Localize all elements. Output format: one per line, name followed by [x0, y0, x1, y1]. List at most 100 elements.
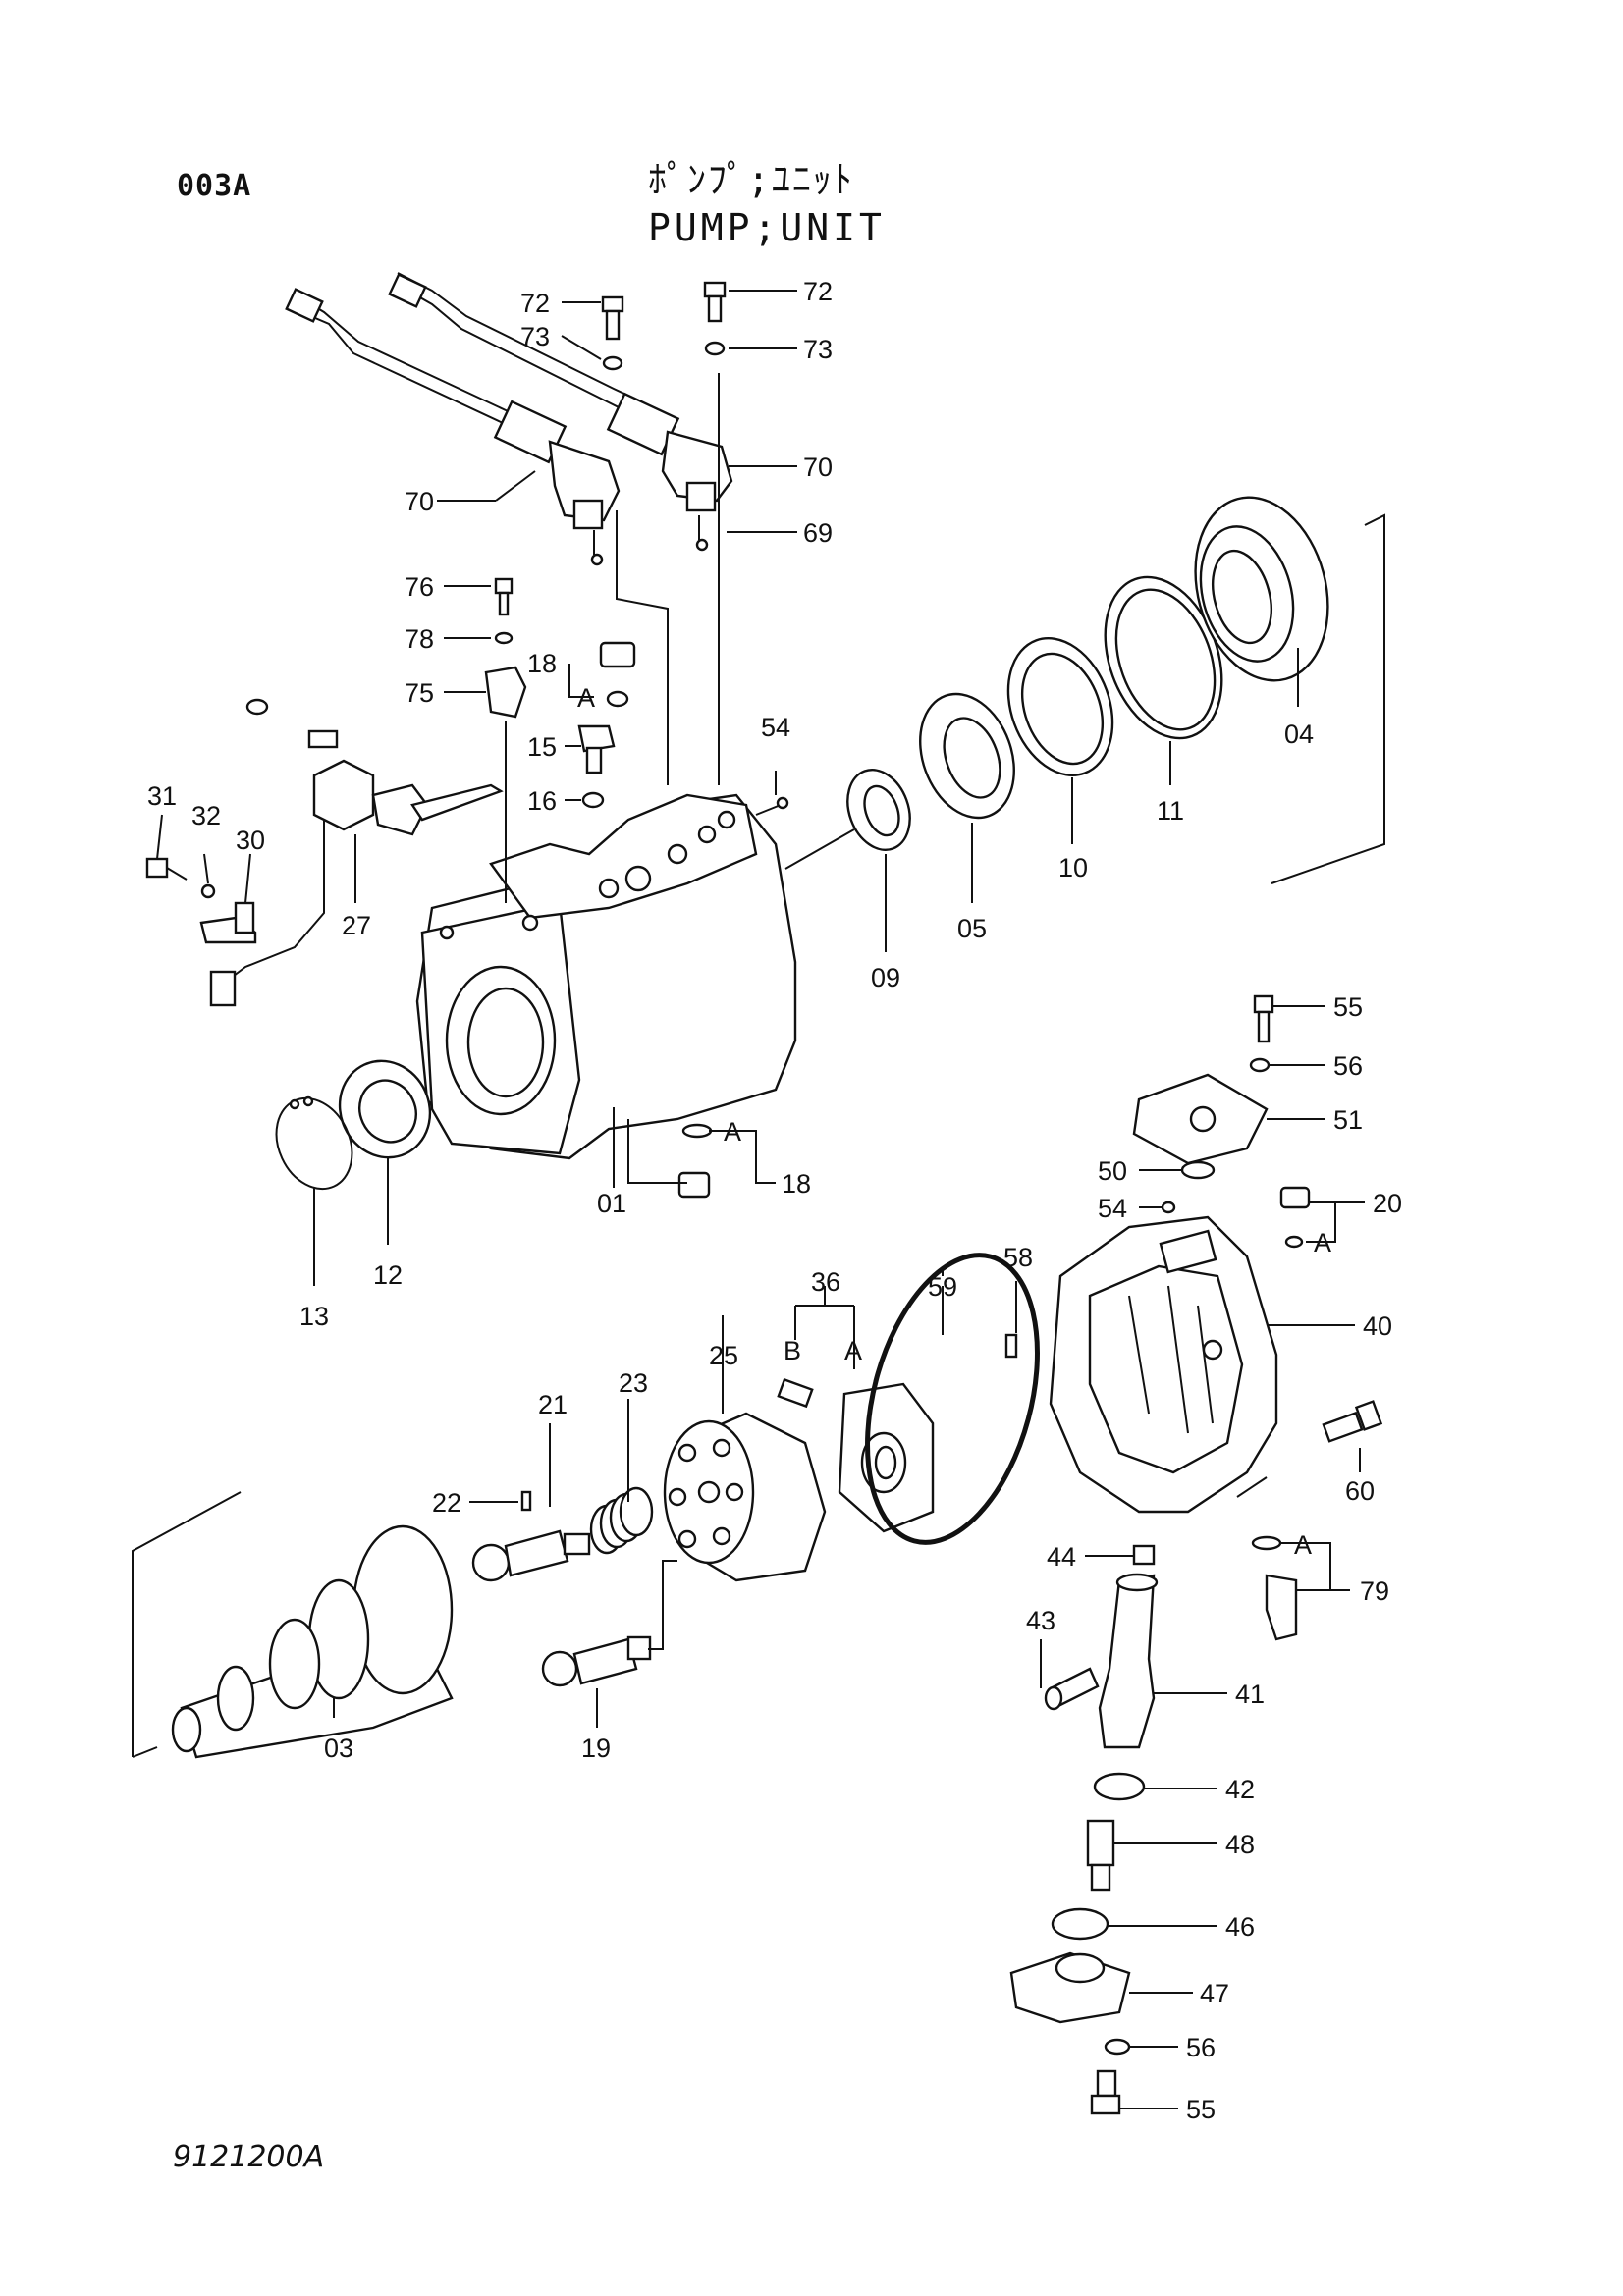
callout-A-housing: A: [724, 1117, 741, 1147]
callout-16: 16: [527, 786, 557, 816]
callout-labels: 72 73 72 73 70 70 69 76 78 75 18 A 15 16…: [147, 277, 1402, 2124]
callout-04: 04: [1284, 720, 1314, 749]
callout-50: 50: [1098, 1156, 1127, 1186]
callout-73-right: 73: [803, 335, 833, 364]
pin-36b: [777, 1377, 814, 1409]
valve-plate-36: [838, 1382, 935, 1533]
callout-54-cover: 54: [1098, 1194, 1127, 1223]
disc-46: [1051, 1907, 1109, 1941]
callout-79: 79: [1360, 1576, 1389, 1606]
piston-19: [541, 1560, 677, 1687]
callout-A-cover: A: [1314, 1228, 1331, 1257]
callout-12: 12: [373, 1260, 403, 1290]
callout-44: 44: [1047, 1542, 1076, 1572]
callout-11: 11: [1157, 796, 1184, 826]
bolt-72-left: [601, 295, 624, 371]
callout-70-right: 70: [803, 453, 833, 482]
plug-60: [1322, 1400, 1383, 1443]
cover-plate-51: [1132, 994, 1274, 1165]
callout-25: 25: [709, 1341, 738, 1370]
cover-47: [1009, 1951, 1131, 2024]
shoe-21: [471, 1490, 591, 1582]
callout-54-top: 54: [761, 713, 790, 742]
callout-69: 69: [803, 518, 833, 548]
callout-56-top: 56: [1333, 1051, 1363, 1081]
callout-A-lower: A: [1294, 1530, 1312, 1560]
callout-70-left: 70: [405, 487, 434, 516]
callout-72-right: 72: [803, 277, 833, 306]
bolt-72-right: [703, 281, 727, 356]
callout-76: 76: [405, 572, 434, 602]
callout-78: 78: [405, 624, 434, 654]
drawing-number: 9121200A: [173, 2140, 325, 2174]
callout-60: 60: [1345, 1476, 1375, 1506]
callout-42: 42: [1225, 1775, 1255, 1804]
screw-43: [1044, 1667, 1100, 1711]
plug-20: [1279, 1186, 1311, 1249]
bearing-04: [1194, 496, 1329, 682]
callout-15: 15: [527, 732, 557, 762]
bolt-15: [577, 724, 616, 809]
end-cover-40: [1049, 1215, 1278, 1514]
spacer-48: [1086, 1819, 1115, 1892]
callout-20: 20: [1373, 1189, 1402, 1218]
o-ring-59: [865, 1253, 1040, 1545]
callout-10: 10: [1058, 853, 1088, 882]
seal-10: [1006, 637, 1114, 776]
callout-09: 09: [871, 963, 900, 992]
washer-56b: [1104, 2038, 1131, 2056]
plug-18-bottom: [627, 1119, 713, 1199]
callout-55-top: 55: [1333, 992, 1363, 1022]
ring-11: [1104, 575, 1223, 740]
callout-18-bottom: 18: [782, 1169, 811, 1199]
drive-shaft-03: [132, 1491, 454, 1759]
callout-23: 23: [619, 1368, 648, 1398]
callout-48: 48: [1225, 1830, 1255, 1859]
callout-47: 47: [1200, 1979, 1229, 2008]
title-japanese: ﾎﾟﾝﾌﾟ;ﾕﾆｯﾄ: [648, 158, 854, 201]
callout-21: 21: [538, 1390, 568, 1419]
o-ring-50: [1180, 1160, 1216, 1180]
pin-58: [1004, 1333, 1018, 1359]
callout-22: 22: [432, 1488, 461, 1518]
callout-46: 46: [1225, 1912, 1255, 1942]
snap-ring-13: [275, 1095, 353, 1191]
solenoid-right: [388, 272, 733, 552]
clip-75: [484, 577, 527, 903]
o-ring-54: [1161, 1201, 1176, 1214]
callout-13: 13: [299, 1302, 329, 1331]
callout-31: 31: [147, 781, 177, 811]
callout-73-left: 73: [520, 322, 550, 351]
bracket-30: [145, 857, 257, 944]
callout-B: B: [784, 1336, 801, 1365]
title-english: PUMP;UNIT: [648, 206, 886, 249]
angle-sensor-27: [209, 698, 504, 1007]
callout-59: 59: [928, 1272, 957, 1302]
callout-18-top: 18: [527, 649, 557, 678]
page-code: 003A: [177, 169, 252, 203]
pin-54-top: [755, 796, 789, 816]
servo-plug-44: [1132, 1544, 1156, 1566]
callout-36: 36: [811, 1267, 840, 1297]
plug-18-top: [599, 641, 636, 708]
bearing-05: [919, 692, 1015, 820]
callout-58: 58: [1003, 1243, 1033, 1272]
callout-03: 03: [324, 1734, 353, 1763]
callout-51: 51: [1333, 1105, 1363, 1135]
cylinder-block-25: [663, 1412, 827, 1582]
callout-55-bottom: 55: [1186, 2095, 1216, 2124]
callout-56-bottom: 56: [1186, 2033, 1216, 2062]
callout-40: 40: [1363, 1311, 1392, 1341]
callout-27: 27: [342, 911, 371, 940]
washer-42: [1093, 1772, 1146, 1801]
callout-32: 32: [191, 801, 221, 830]
bolt-55b: [1090, 2069, 1121, 2115]
callout-01: 01: [597, 1189, 626, 1218]
callout-A-valve: A: [844, 1336, 862, 1365]
sensor-79: [1236, 1476, 1298, 1641]
callout-30: 30: [236, 826, 265, 855]
callout-43: 43: [1026, 1606, 1055, 1635]
solenoid-left: [285, 288, 621, 566]
callout-75: 75: [405, 678, 434, 708]
